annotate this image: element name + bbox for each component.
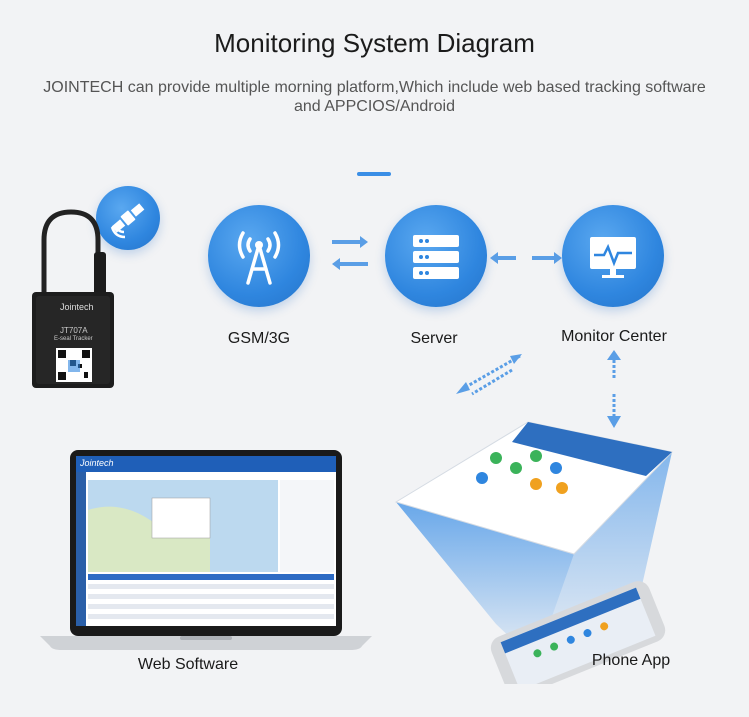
phone-app-label: Phone App (591, 652, 671, 669)
e-seal-tracker-device: Jointech JT707A E-seal Tracker (26, 200, 146, 400)
accent-divider (357, 172, 391, 176)
cell-tower-icon (237, 231, 281, 285)
gsm-label: GSM/3G (227, 330, 291, 347)
monitor-center-label: Monitor Center (561, 328, 667, 345)
device-type: E-seal Tracker (54, 336, 93, 342)
phone-app-projection (386, 412, 676, 697)
monitor-icon (590, 237, 636, 278)
gsm-node (208, 205, 310, 307)
device-brand: Jointech (60, 302, 94, 312)
gsm-server-arrows (332, 236, 368, 270)
satellite-icon (96, 186, 160, 250)
web-software-label: Web Software (137, 656, 239, 673)
server-web-arrows (456, 354, 522, 396)
page-title: Monitoring System Diagram (214, 28, 535, 58)
monitor-center-node (562, 205, 664, 307)
server-node (385, 205, 487, 307)
page-subtitle: JOINTECH can provide multiple morning pl… (43, 79, 706, 115)
monitor-phone-arrows (607, 350, 621, 428)
server-label: Server (410, 330, 458, 347)
server-monitor-arrows (490, 252, 562, 264)
laptop-web-software: Jointech (40, 450, 372, 650)
device-model: JT707A (60, 326, 88, 335)
server-icon (413, 235, 459, 279)
laptop-brand: Jointech (80, 458, 114, 468)
